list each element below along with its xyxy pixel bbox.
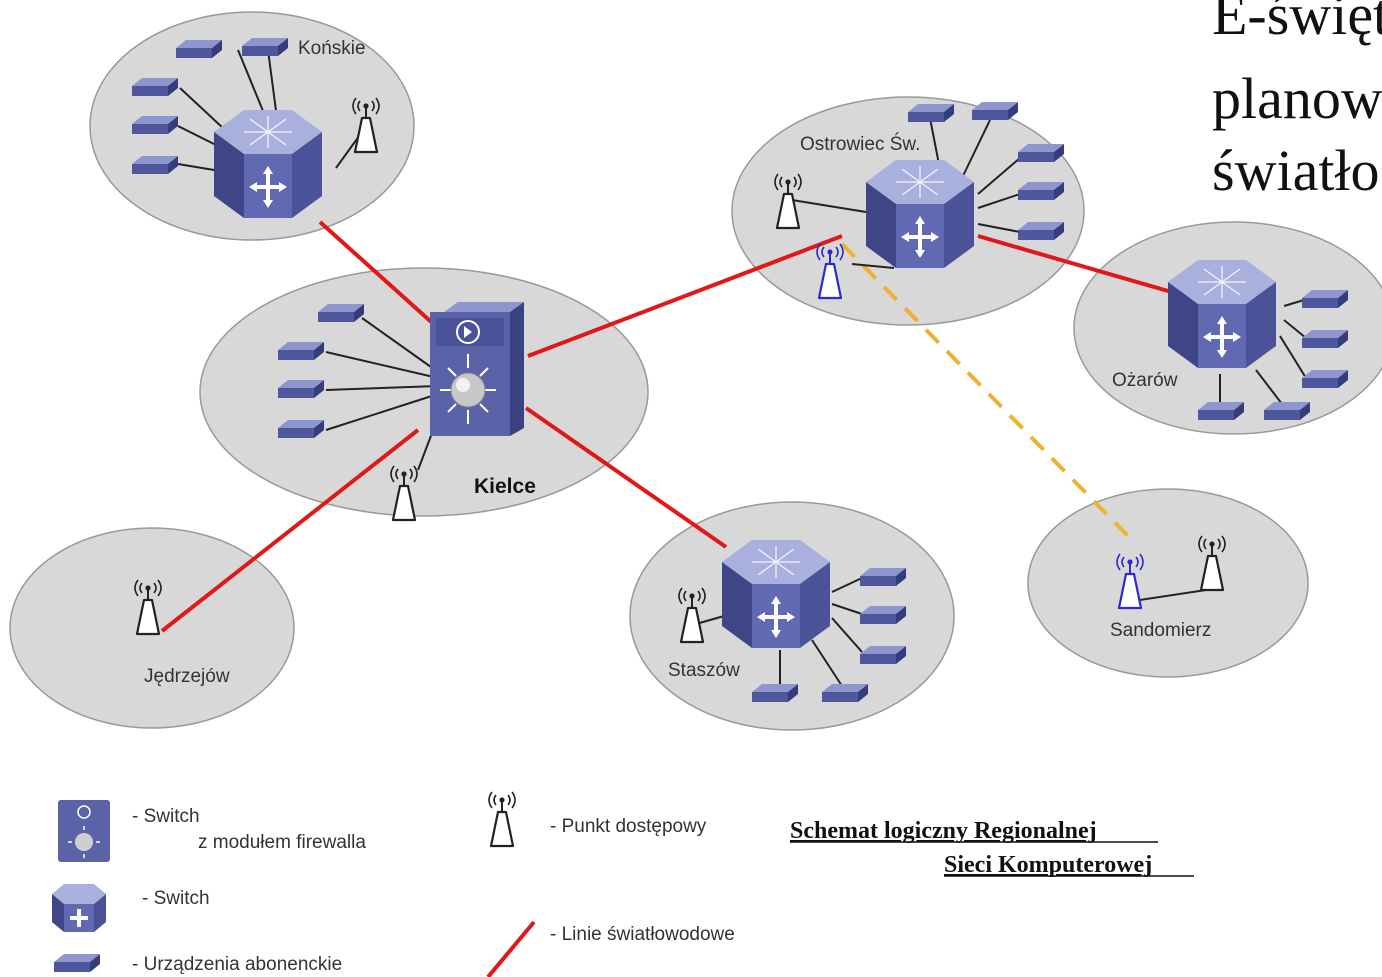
fiber-link-kielce-konskie (318, 220, 440, 330)
city-label-jedrzejow: Jędrzejów (144, 666, 230, 687)
subscriber-device-icon (822, 684, 868, 702)
subscriber-device-icon (176, 40, 222, 58)
subscriber-device-icon (132, 116, 178, 134)
subscriber-device-icon (278, 380, 324, 398)
schema-title-line-1: Schemat logiczny Regionalnej (790, 818, 1097, 844)
subscriber-device-icon (1018, 182, 1064, 200)
legend: - Switch z modułem firewalla - Switch - … (52, 790, 735, 977)
switch-icon (1167, 259, 1277, 369)
site-sandomierz: Sandomierz (1110, 534, 1227, 641)
legend-firewall-switch-label: - Switch (132, 806, 200, 827)
subscriber-device-icon (132, 78, 178, 96)
subscriber-device-icon (1302, 330, 1348, 348)
slide-heading: E-święt planow światło (1212, 0, 1382, 203)
schema-title-line-2: Sieci Komputerowej (944, 852, 1152, 878)
site-jedrzejow: Jędrzejów (133, 578, 230, 687)
city-label-sandomierz: Sandomierz (1110, 620, 1211, 641)
subscriber-device-icon (1018, 222, 1064, 240)
switch-icon (721, 539, 831, 649)
site-ozarow: Ożarów (1112, 259, 1348, 420)
fiber-link-kielce-ostrowiec (527, 234, 843, 358)
subscriber-device-icon (242, 38, 288, 56)
subscriber-device-icon (860, 568, 906, 586)
site-staszow: Staszów (668, 539, 906, 702)
subscriber-device-icon (860, 646, 906, 664)
city-label-ostrowiec: Ostrowiec Św. (800, 133, 920, 155)
fiber-link-ostrowiec-ozarow (977, 234, 1176, 295)
subscriber-device-icon (1018, 144, 1064, 162)
legend-firewall-switch-icon (58, 800, 110, 862)
legend-switch-label: - Switch (142, 888, 210, 909)
heading-line-1: E-święt (1212, 0, 1382, 47)
site-kielce: Kielce (278, 302, 536, 522)
legend-fiber-line-icon (486, 920, 536, 977)
subscriber-device-icon (972, 102, 1018, 120)
firewall-switch-icon (430, 302, 524, 436)
subscriber-device-icon (1302, 370, 1348, 388)
subscriber-device-icon (278, 342, 324, 360)
legend-fiber-lines-label: - Linie światłowodowe (550, 924, 735, 945)
subscriber-device-icon (1264, 402, 1310, 420)
fiber-link-kielce-staszow (524, 406, 728, 549)
subscriber-device-icon (132, 156, 178, 174)
subscriber-device-icon (1198, 402, 1244, 420)
subscriber-device-icon (860, 606, 906, 624)
legend-access-point-label: - Punkt dostępowy (550, 816, 707, 837)
city-label-konskie: Końskie (298, 38, 366, 59)
legend-subscriber-devices-label: - Urządzenia abonenckie (132, 954, 342, 975)
subscriber-device-icon (318, 304, 364, 322)
heading-line-2: planow (1212, 66, 1382, 131)
subscriber-device-icon (752, 684, 798, 702)
switch-icon (213, 109, 323, 219)
fiber-link-kielce-jedrzejow (160, 428, 420, 633)
city-label-kielce: Kielce (474, 475, 536, 498)
site-ostrowiec: Ostrowiec Św. (773, 102, 1064, 300)
city-label-ozarow: Ożarów (1112, 370, 1178, 391)
legend-firewall-switch-sublabel: z modułem firewalla (198, 832, 366, 853)
legend-access-point-icon (487, 790, 517, 848)
legend-switch-icon (52, 884, 106, 932)
fiber-links (160, 220, 1176, 633)
subscriber-device-icon (908, 104, 954, 122)
site-konskie: Końskie (132, 38, 381, 219)
region-kielce (199, 267, 649, 517)
heading-line-3: światło (1212, 138, 1380, 203)
legend-subscriber-device-icon (54, 954, 100, 972)
switch-icon (865, 159, 975, 269)
schema-title: Schemat logiczny Regionalnej Sieci Kompu… (790, 818, 1194, 878)
wireless-link-ostrowiec-sandomierz (840, 242, 1132, 540)
subscriber-device-icon (278, 420, 324, 438)
subscriber-device-icon (1302, 290, 1348, 308)
city-label-staszow: Staszów (668, 660, 740, 681)
region-sandomierz (1027, 488, 1309, 678)
